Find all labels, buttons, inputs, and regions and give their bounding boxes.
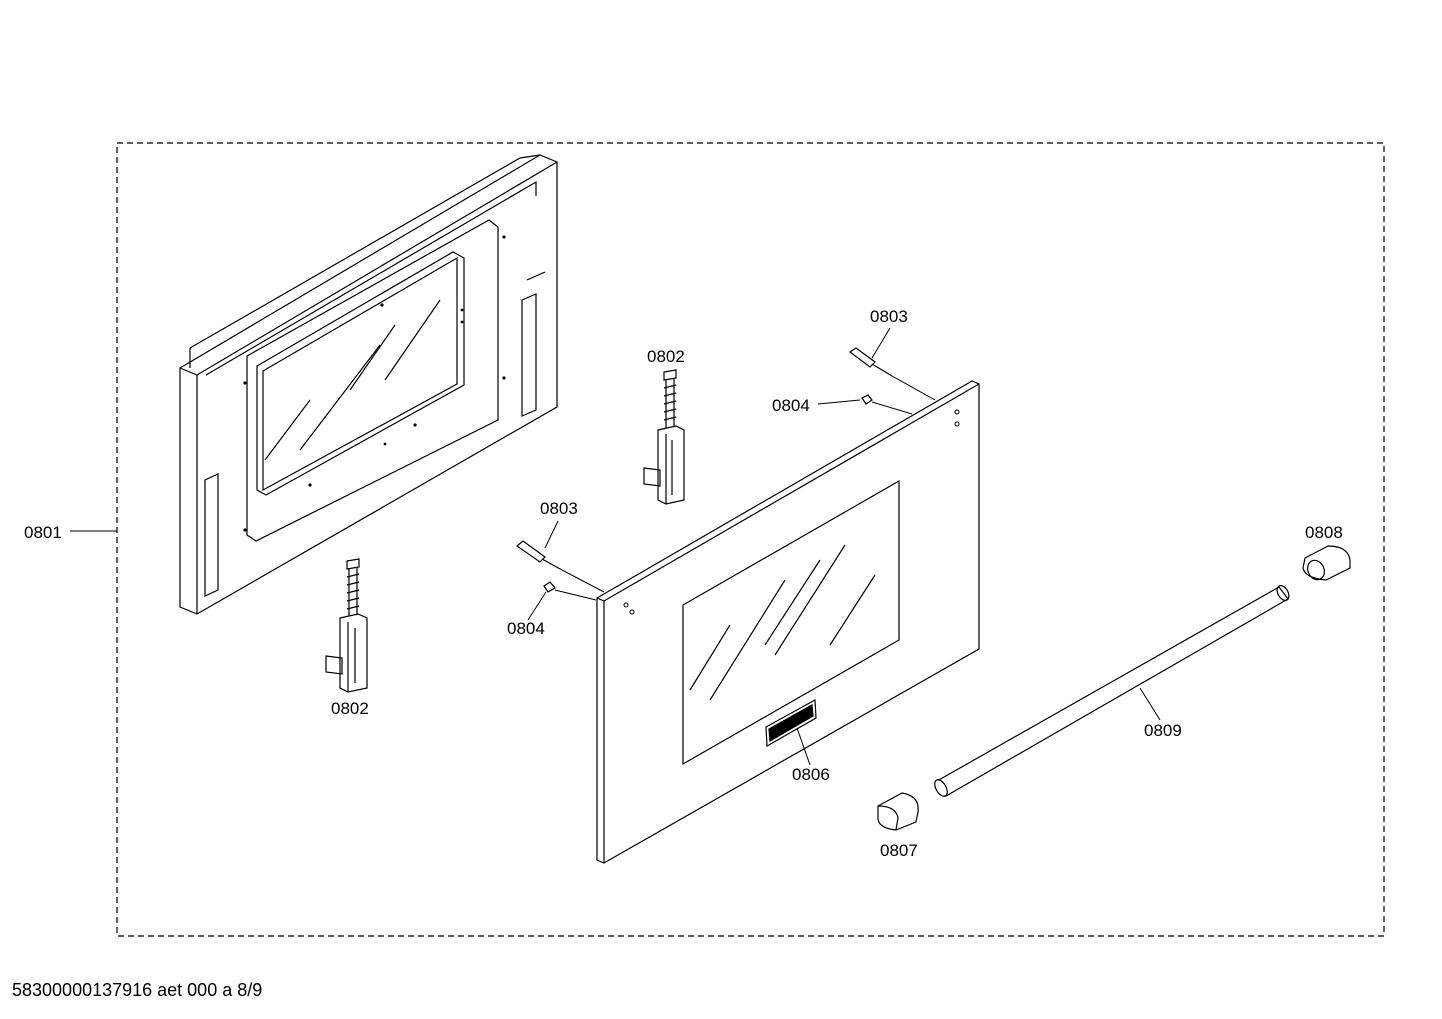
label-0803-lower: 0803 [540, 499, 578, 518]
leader-0803-upper [871, 327, 891, 359]
leader-0806 [796, 727, 811, 766]
handle-bar [934, 585, 1290, 797]
label-0808: 0808 [1305, 523, 1343, 542]
leader-0804-lower [527, 591, 547, 621]
leader-0803-lower [544, 520, 559, 549]
label-0803-upper: 0803 [870, 307, 908, 326]
leader-0809 [1139, 687, 1161, 721]
label-0802-upper: 0802 [647, 347, 685, 366]
label-0807: 0807 [880, 841, 918, 860]
assembly-line-screw-lower [561, 569, 605, 593]
leader-0804-upper [817, 399, 861, 405]
pin-upper [861, 394, 873, 405]
label-0804-lower: 0804 [507, 619, 545, 638]
assembly-line-pin-lower [554, 589, 597, 601]
label-0804-upper: 0804 [772, 396, 810, 415]
assembly-boundary [116, 142, 1385, 937]
label-0806: 0806 [792, 765, 830, 784]
document-code: 58300000137916 aet 000 a 8/9 [12, 980, 263, 1000]
door-front-panel [596, 380, 980, 864]
handle-endcap-left [877, 792, 919, 831]
hinge-upper [643, 369, 685, 505]
assembly-line-pin-upper [871, 401, 913, 415]
screw-lower [516, 540, 563, 571]
screw-upper [848, 347, 893, 377]
door-inner-frame [179, 154, 558, 615]
label-0809: 0809 [1144, 721, 1182, 740]
handle-endcap-right [1302, 545, 1351, 581]
pin-lower [543, 581, 556, 593]
assembly-line-screw-upper [891, 375, 936, 401]
hinge-lower [325, 558, 368, 693]
door-front-panel-holes [623, 409, 960, 615]
label-0801: 0801 [24, 523, 62, 542]
label-0802-lower: 0802 [331, 699, 369, 718]
door-inner-frame-holes [243, 235, 506, 532]
